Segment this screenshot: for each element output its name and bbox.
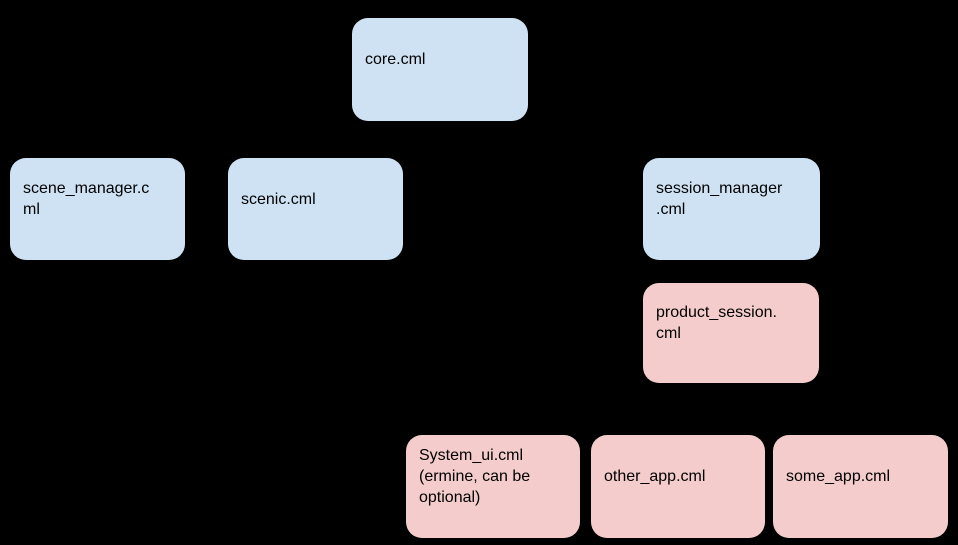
node-label: other_app.cml xyxy=(604,468,706,485)
node-session-manager-cml: session_manager .cml xyxy=(643,158,820,260)
node-scenic-cml: scenic.cml xyxy=(228,158,403,260)
node-label: product_session. cml xyxy=(656,304,777,342)
node-other-app-cml: other_app.cml xyxy=(591,435,765,538)
node-label: some_app.cml xyxy=(786,468,891,485)
node-label: System_ui.cml (ermine, can be optional) xyxy=(419,447,531,506)
node-scene-manager-cml: scene_manager.c ml xyxy=(10,158,185,260)
node-label: session_manager .cml xyxy=(656,180,783,218)
node-some-app-cml: some_app.cml xyxy=(773,435,948,538)
node-label: scenic.cml xyxy=(241,190,316,208)
node-product-session-cml: product_session. cml xyxy=(643,283,819,383)
node-label: core.cml xyxy=(365,51,426,68)
node-system-ui-cml: System_ui.cml (ermine, can be optional) xyxy=(406,435,580,538)
node-core-cml: core.cml xyxy=(352,18,528,121)
node-label: scene_manager.c ml xyxy=(23,180,150,218)
